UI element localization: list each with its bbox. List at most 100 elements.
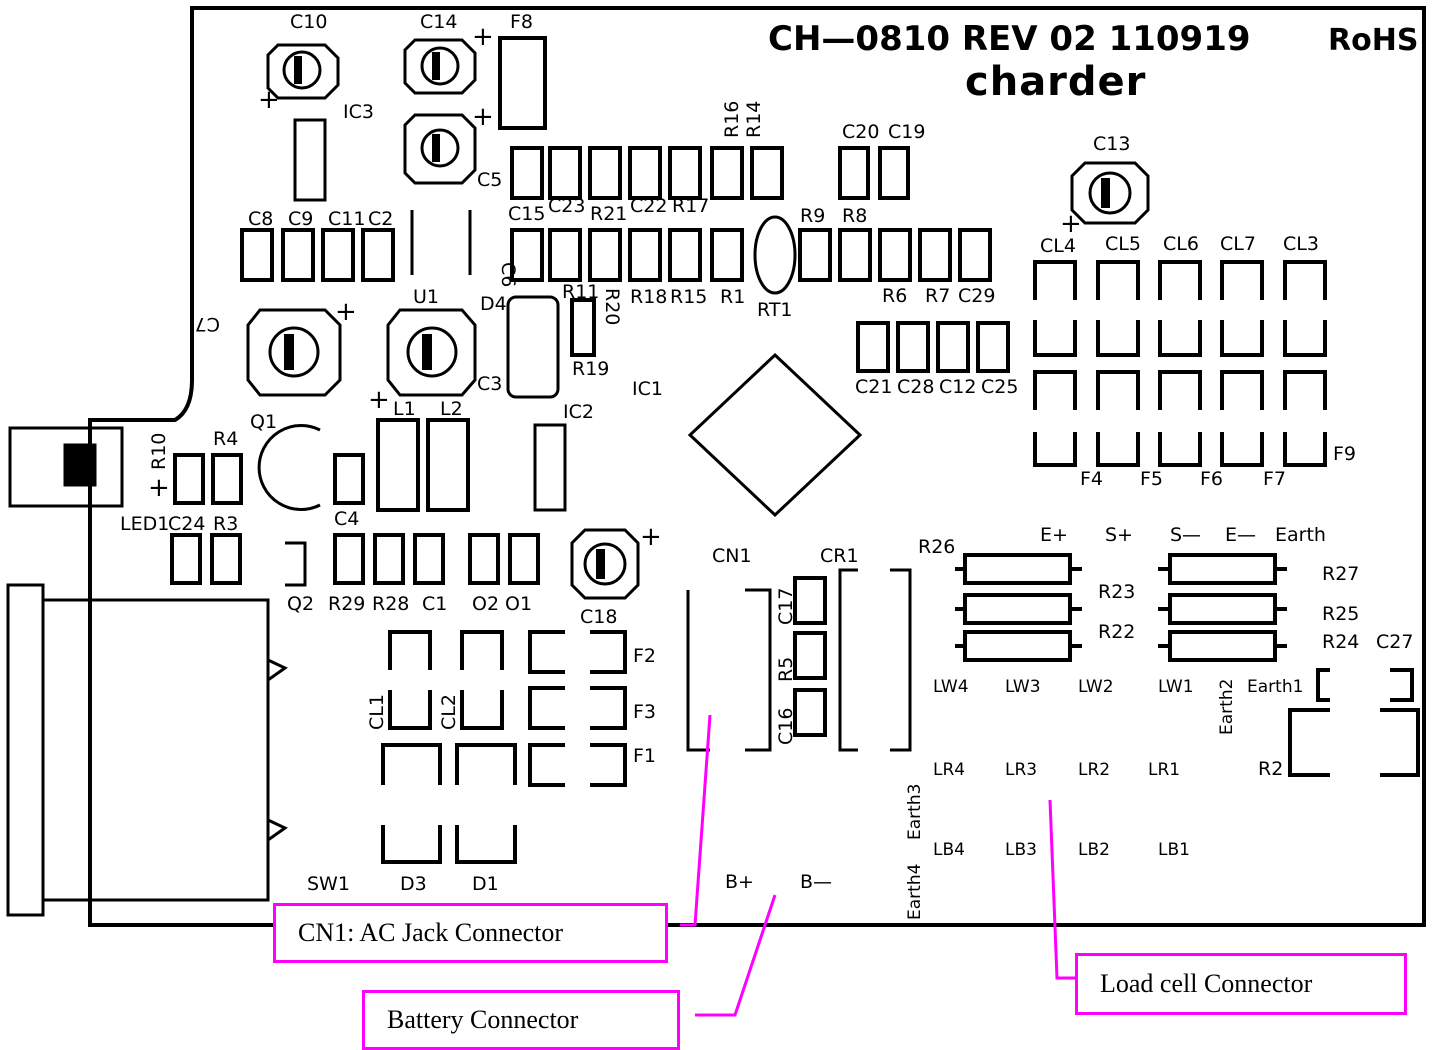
label-Q1: Q1 bbox=[250, 411, 277, 433]
svg-text:+: + bbox=[472, 102, 494, 132]
rohs-mark: RoHS bbox=[1328, 23, 1418, 58]
label-R4: R4 bbox=[213, 428, 238, 450]
callout-leaders bbox=[680, 714, 1075, 1017]
label-C29: C29 bbox=[958, 285, 995, 307]
label-C14: C14 bbox=[420, 11, 457, 33]
plus-marks: +++ +++ ++ bbox=[148, 22, 1082, 552]
label-C2: C2 bbox=[368, 208, 393, 230]
label-C20: C20 bbox=[842, 121, 879, 143]
svg-text:+: + bbox=[148, 473, 170, 503]
label-R28: R28 bbox=[372, 593, 409, 615]
label-R10: R10 bbox=[148, 433, 170, 470]
callout-battery: Battery Connector bbox=[362, 990, 680, 1050]
label-C3: C3 bbox=[477, 373, 502, 395]
svg-text:+: + bbox=[368, 385, 390, 415]
label-CL5: CL5 bbox=[1105, 233, 1141, 255]
label-F9: F9 bbox=[1333, 443, 1356, 465]
label-R26: R26 bbox=[918, 536, 955, 558]
label-R3: R3 bbox=[213, 513, 238, 535]
label-C15: C15 bbox=[508, 203, 545, 225]
label-S-minus: S— bbox=[1170, 524, 1201, 546]
label-LR3: LR3 bbox=[1005, 760, 1037, 780]
label-LB4: LB4 bbox=[933, 840, 965, 860]
label-C21: C21 bbox=[855, 376, 892, 398]
label-LW4: LW4 bbox=[933, 677, 969, 697]
label-C17: C17 bbox=[775, 588, 797, 625]
label-LW3: LW3 bbox=[1005, 677, 1041, 697]
label-R20: R20 bbox=[601, 288, 623, 325]
label-C24: C24 bbox=[168, 513, 205, 535]
label-D1: D1 bbox=[472, 873, 499, 895]
label-F7: F7 bbox=[1263, 468, 1286, 490]
label-CL3: CL3 bbox=[1283, 233, 1319, 255]
brand-logo: charder bbox=[965, 59, 1146, 105]
label-C5: C5 bbox=[477, 169, 502, 191]
designator-labels: C10 C14 F8 IC3 C20 C19 C13 C5 C8 C9 C11 … bbox=[120, 11, 1413, 920]
svg-text:+: + bbox=[472, 22, 494, 52]
label-LB2: LB2 bbox=[1078, 840, 1110, 860]
label-R11: R11 bbox=[562, 281, 599, 303]
label-IC2: IC2 bbox=[563, 401, 594, 423]
label-F5: F5 bbox=[1140, 468, 1163, 490]
label-R7: R7 bbox=[925, 285, 950, 307]
label-R17: R17 bbox=[672, 195, 709, 217]
label-F4: F4 bbox=[1080, 468, 1103, 490]
label-earth3: Earth3 bbox=[905, 784, 925, 840]
label-IC3: IC3 bbox=[343, 101, 374, 123]
label-R24: R24 bbox=[1322, 631, 1359, 653]
label-O2: O2 bbox=[472, 593, 499, 615]
label-R2: R2 bbox=[1258, 758, 1283, 780]
callout-load-cell: Load cell Connector bbox=[1075, 953, 1407, 1015]
svg-text:+: + bbox=[1060, 209, 1082, 239]
label-earth2: Earth2 bbox=[1217, 679, 1237, 735]
label-F3: F3 bbox=[633, 701, 656, 723]
label-E-plus: E+ bbox=[1040, 524, 1068, 546]
label-L2: L2 bbox=[440, 398, 463, 420]
label-R15: R15 bbox=[670, 286, 707, 308]
label-B-minus: B— bbox=[800, 871, 832, 893]
label-R8: R8 bbox=[842, 205, 867, 227]
label-S-plus: S+ bbox=[1105, 524, 1133, 546]
label-C8: C8 bbox=[248, 208, 273, 230]
label-CL6: CL6 bbox=[1163, 233, 1199, 255]
label-R1: R1 bbox=[720, 286, 745, 308]
label-U1: U1 bbox=[413, 286, 439, 308]
board-title: CH—0810 REV 02 110919 bbox=[768, 19, 1251, 59]
misc-parts bbox=[6, 118, 912, 917]
label-CL7: CL7 bbox=[1220, 233, 1256, 255]
label-F2: F2 bbox=[633, 645, 656, 667]
label-CL1: CL1 bbox=[366, 694, 388, 730]
label-C19: C19 bbox=[888, 121, 925, 143]
label-F1: F1 bbox=[633, 745, 656, 767]
label-B-plus: B+ bbox=[725, 871, 754, 893]
label-R19: R19 bbox=[572, 358, 609, 380]
callout-ac-jack: CN1: AC Jack Connector bbox=[273, 903, 668, 963]
label-C28: C28 bbox=[897, 376, 934, 398]
label-C23: C23 bbox=[548, 195, 585, 217]
lower-pads bbox=[381, 630, 1420, 864]
label-R21: R21 bbox=[590, 203, 627, 225]
svg-text:+: + bbox=[335, 297, 357, 327]
label-R25: R25 bbox=[1322, 603, 1359, 625]
label-C16: C16 bbox=[775, 708, 797, 745]
label-E-minus: E— bbox=[1225, 524, 1256, 546]
label-R22: R22 bbox=[1098, 621, 1135, 643]
load-cell-resistors bbox=[955, 553, 1287, 662]
label-earth1: Earth1 bbox=[1247, 677, 1303, 697]
label-LR2: LR2 bbox=[1078, 760, 1110, 780]
leader-load-cell bbox=[1048, 799, 1075, 980]
label-C4: C4 bbox=[334, 508, 359, 530]
label-CR1: CR1 bbox=[820, 545, 859, 567]
svg-text:+: + bbox=[640, 522, 662, 552]
leader-ac-jack bbox=[680, 714, 712, 927]
label-R18: R18 bbox=[630, 286, 667, 308]
label-D3: D3 bbox=[400, 873, 427, 895]
label-SW1: SW1 bbox=[307, 873, 350, 895]
label-RT1: RT1 bbox=[757, 299, 793, 321]
label-C22: C22 bbox=[630, 195, 667, 217]
label-earth: Earth bbox=[1275, 524, 1326, 546]
leader-battery bbox=[695, 894, 777, 1017]
label-C9: C9 bbox=[288, 208, 313, 230]
label-LR4: LR4 bbox=[933, 760, 965, 780]
